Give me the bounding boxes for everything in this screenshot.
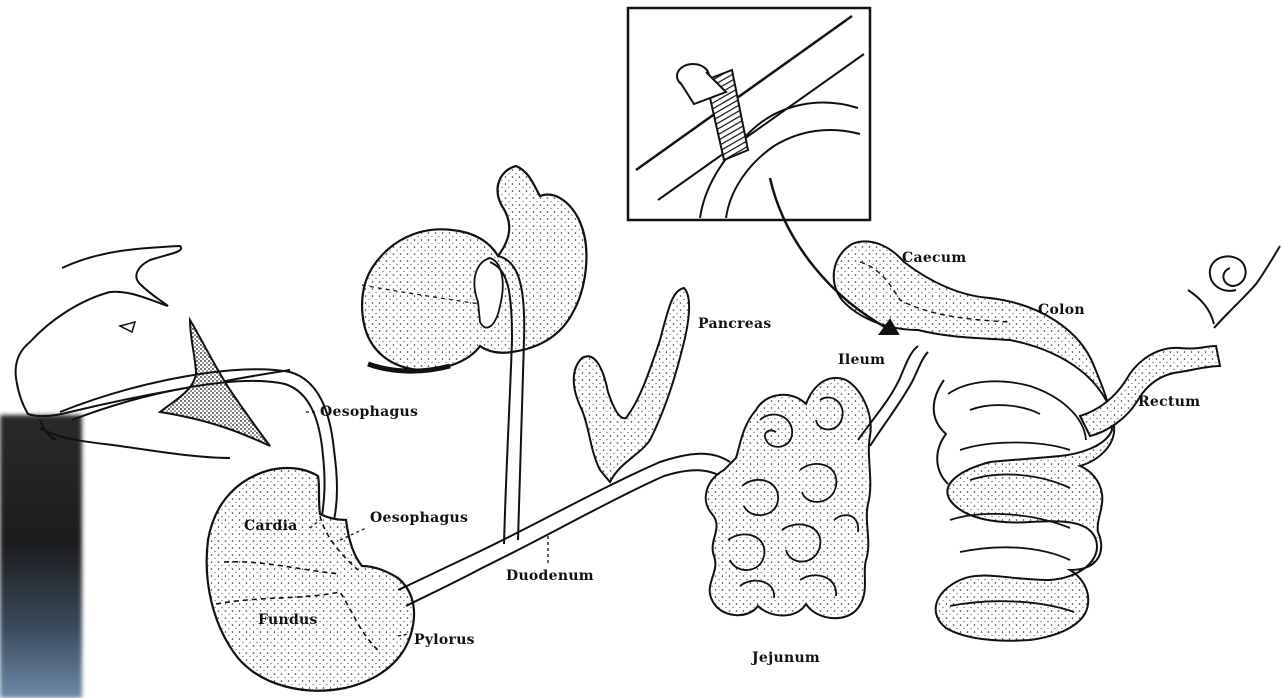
jejunum-coils — [706, 378, 871, 618]
stomach — [207, 468, 414, 691]
pig-tail — [1188, 246, 1280, 328]
label-colon: Colon — [1038, 302, 1085, 318]
label-caecum: Caecum — [902, 250, 966, 266]
label-pylorus: Pylorus — [414, 632, 475, 648]
label-oesophagus-lower: Oesophagus — [370, 510, 468, 526]
cannula-inset — [628, 8, 870, 220]
label-rectum: Rectum — [1138, 394, 1200, 410]
label-cardia: Cardia — [244, 518, 298, 534]
label-ileum: Ileum — [838, 352, 885, 368]
pancreas — [574, 288, 689, 482]
liver — [362, 166, 586, 371]
label-oesophagus-upper: Oesophagus — [320, 404, 418, 420]
label-fundus: Fundus — [258, 612, 318, 628]
label-pancreas: Pancreas — [698, 316, 772, 332]
label-duodenum: Duodenum — [506, 568, 594, 584]
label-jejunum: Jejunum — [752, 650, 820, 666]
